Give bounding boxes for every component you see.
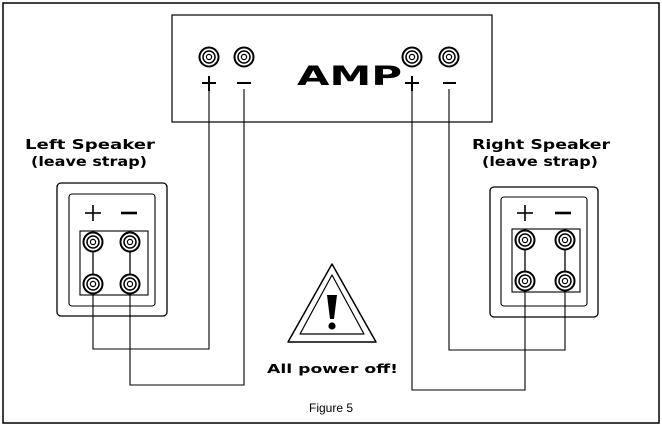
warning-text: All power off!: [267, 362, 398, 376]
left-speaker-top-negative-terminal: [119, 231, 141, 253]
amp-box: AMP: [171, 14, 493, 123]
left-speaker-bottom-positive-terminal: [82, 273, 104, 295]
amp-label: AMP: [297, 61, 402, 92]
left-speaker-panel: [56, 182, 168, 317]
amp-left-positive-terminal: [198, 46, 220, 91]
wire-left-negative: [129, 89, 245, 386]
warning-triangle-icon: [287, 263, 377, 343]
wire-right-positive: [411, 91, 526, 391]
left-speaker-subtitle: (leave strap): [31, 155, 147, 170]
left-speaker-title: Left Speaker: [25, 138, 156, 153]
amp-right-positive-terminal: [401, 46, 423, 91]
amp-right-negative-terminal: [438, 46, 460, 84]
left-speaker-top-positive-terminal: [82, 231, 104, 253]
right-speaker-panel: [489, 186, 599, 318]
wire-left-positive: [92, 91, 210, 350]
left-speaker-plus-sign: [85, 205, 101, 221]
right-speaker-bottom-positive-terminal: [514, 270, 536, 292]
right-speaker-title: Right Speaker: [472, 138, 611, 153]
right-speaker-top-negative-terminal: [554, 229, 576, 251]
right-speaker-subtitle: (leave strap): [482, 155, 598, 170]
right-speaker-top-positive-terminal: [514, 229, 536, 251]
left-speaker-bottom-negative-terminal: [119, 273, 141, 295]
right-speaker-plus-sign: [517, 205, 533, 221]
wire-right-negative: [448, 89, 566, 351]
amp-left-negative-terminal: [233, 46, 255, 84]
figure-caption: Figure 5: [309, 401, 353, 415]
right-speaker-bottom-negative-terminal: [554, 270, 576, 292]
